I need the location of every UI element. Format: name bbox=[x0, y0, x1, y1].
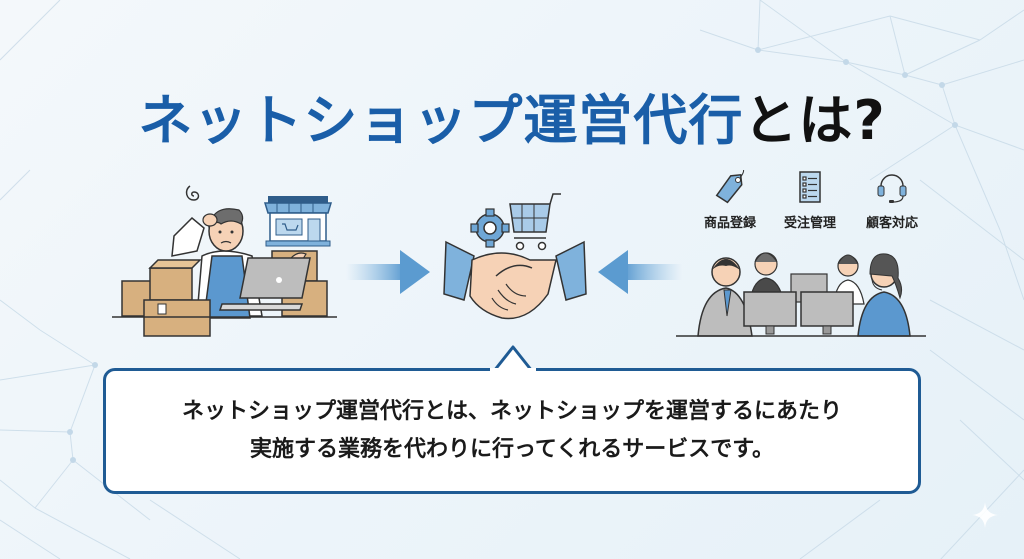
laptop-icon bbox=[218, 257, 311, 311]
arrow-left-icon bbox=[598, 250, 682, 294]
task-product-registration: 商品登録 bbox=[690, 167, 770, 231]
cardboard-boxes-icon bbox=[121, 259, 211, 337]
title-main: ネットショップ運営代行 bbox=[138, 89, 744, 152]
title-suffix: とは? bbox=[743, 89, 886, 152]
task-label: 受注管理 bbox=[783, 216, 836, 231]
task-order-management: 受注管理 bbox=[770, 170, 850, 231]
checklist-icon bbox=[799, 171, 821, 203]
task-customer-support: 顧客対応 bbox=[852, 170, 932, 231]
shop-owner-illustration bbox=[112, 185, 337, 337]
callout-pointer-mask bbox=[490, 368, 536, 373]
service-task-list: 商品登録 受注管理 顧客対応 bbox=[690, 167, 940, 240]
confused-swirl-icon bbox=[185, 185, 200, 201]
task-label: 顧客対応 bbox=[865, 216, 918, 231]
definition-callout: ネットショップ運営代行とは、ネットショップを運営するにあたり 実施する業務を代わ… bbox=[103, 368, 921, 494]
price-tag-icon bbox=[715, 167, 745, 204]
sparkle-icon bbox=[972, 502, 998, 528]
handshake-icon bbox=[443, 240, 587, 320]
callout-line-1: ネットショップ運営代行とは、ネットショップを運営するにあたり bbox=[181, 399, 842, 424]
headset-icon bbox=[877, 174, 907, 203]
callout-line-2: 実施する業務を代わりに行ってくれるサービスです。 bbox=[249, 437, 775, 462]
support-team-illustration bbox=[676, 252, 926, 337]
storefront-icon bbox=[263, 196, 333, 247]
gear-icon bbox=[470, 208, 510, 248]
arrow-right-icon bbox=[346, 250, 430, 294]
page-title: ネットショップ運営代行とは? bbox=[0, 86, 1024, 156]
partnership-illustration bbox=[443, 193, 587, 320]
task-label: 商品登録 bbox=[703, 216, 756, 231]
shopping-cart-icon bbox=[509, 193, 561, 251]
